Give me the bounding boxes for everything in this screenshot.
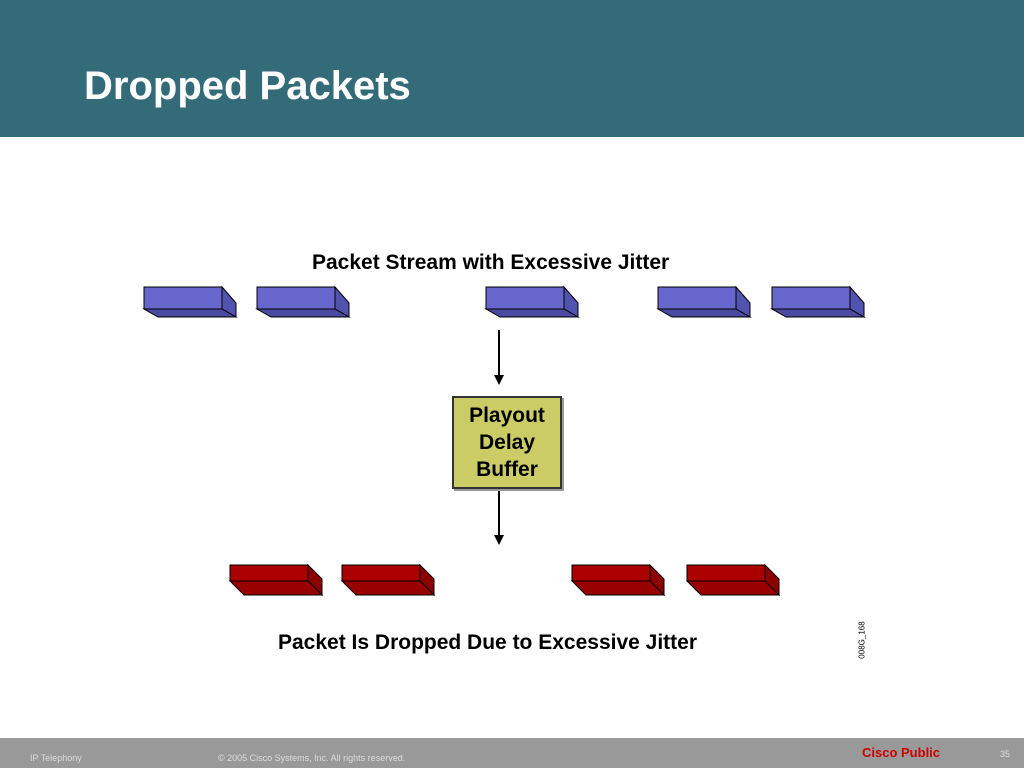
incoming-stream-label: Packet Stream with Excessive Jitter [312, 251, 670, 274]
footer-bar: IP Telephony © 2005 Cisco Systems, Inc. … [0, 738, 1024, 768]
footer-copyright: © 2005 Cisco Systems, Inc. All rights re… [218, 753, 406, 763]
playout-delay-buffer: Playout Delay Buffer [452, 396, 562, 489]
slide-title: Dropped Packets [84, 64, 411, 108]
incoming-packet [656, 285, 752, 318]
page-number: 35 [1000, 749, 1011, 759]
footer-course: IP Telephony [30, 753, 82, 763]
outgoing-packet [340, 563, 436, 597]
incoming-packet [770, 285, 866, 318]
dropped-packet-label: Packet Is Dropped Due to Excessive Jitte… [278, 631, 698, 654]
figure-id: 008G_168 [857, 621, 867, 659]
incoming-packet [484, 285, 580, 318]
buffer-label-line: Buffer [476, 458, 538, 481]
incoming-packet [142, 285, 238, 318]
footer-classification: Cisco Public [862, 745, 941, 760]
outgoing-packet [685, 563, 781, 597]
incoming-packet [255, 285, 351, 318]
outgoing-packet [228, 563, 324, 597]
buffer-label-line: Delay [478, 431, 536, 454]
outgoing-packet [570, 563, 666, 597]
buffer-label-line: Playout [469, 404, 545, 427]
title-bar: Dropped Packets [0, 0, 1024, 137]
